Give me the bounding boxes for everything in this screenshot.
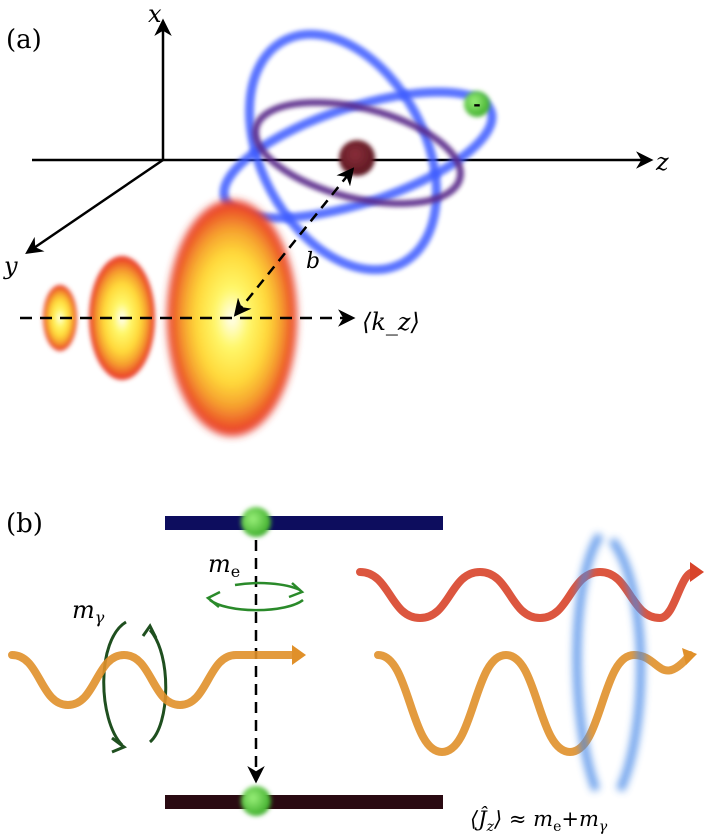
- panel-b: (b) me mγ: [6, 507, 704, 835]
- electron: [464, 91, 490, 117]
- rotation-arc-lower: [209, 599, 304, 612]
- panel-a-label: (a): [6, 25, 42, 55]
- y-axis-label: y: [3, 252, 18, 280]
- electron-charge: -: [473, 94, 480, 115]
- upper-energy-level: [165, 516, 443, 530]
- impact-parameter-arrow: [233, 167, 355, 317]
- total-momentum-label: ⟨Ĵz⟩ ≈ me+mγ: [470, 806, 608, 835]
- rotation-head-lower: [205, 590, 221, 608]
- axes: [25, 18, 654, 254]
- y-axis: [25, 158, 164, 254]
- electron-upper: [241, 507, 271, 537]
- rotation-head-upper: [288, 582, 305, 599]
- outgoing-wave-orange: [374, 650, 694, 757]
- impact-parameter-label: b: [306, 249, 320, 274]
- photon-arc-right: [148, 629, 168, 744]
- nucleus: [339, 140, 375, 176]
- electron-momentum-label: me: [208, 550, 240, 581]
- wave-vector-label: ⟨k_z⟩: [362, 308, 420, 336]
- photon-rotation-arrow: [102, 620, 168, 754]
- z-axis-label: z: [655, 148, 669, 176]
- twist-right: [608, 537, 645, 792]
- electron-lower: [241, 786, 271, 816]
- incoming-wave: [8, 650, 300, 710]
- outgoing-wave-red-arrowhead: [690, 562, 704, 582]
- photon-arc-left: [102, 620, 127, 747]
- photon-head-left: [111, 736, 127, 754]
- photon-momentum-label: mγ: [72, 596, 105, 627]
- angular-momentum-twist: [572, 532, 645, 792]
- panel-b-label: (b): [6, 509, 43, 539]
- x-axis-label: x: [148, 0, 162, 28]
- twist-left: [572, 532, 604, 792]
- photon-head-right: [141, 623, 158, 639]
- incoming-wave-arrowhead: [292, 645, 306, 665]
- outgoing-wave-red: [356, 567, 698, 623]
- electron-rotation-arrow: [205, 581, 305, 612]
- rotation-arc-upper: [234, 581, 301, 592]
- panel-a: (a) x z y - ⟨k_z⟩ b: [3, 0, 669, 436]
- outgoing-wave-orange-arrowhead: [682, 648, 697, 665]
- lower-energy-level: [165, 795, 443, 809]
